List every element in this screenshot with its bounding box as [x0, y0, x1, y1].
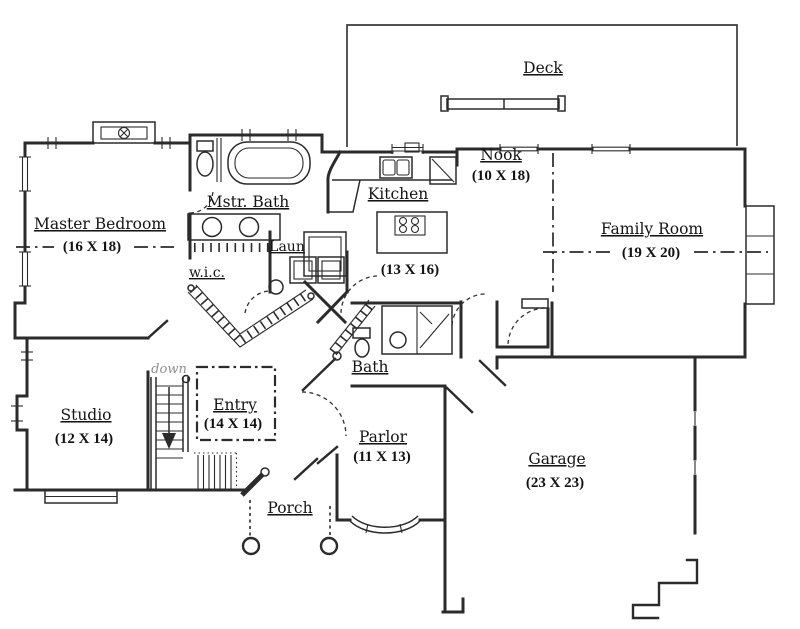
- powder-bath: [301, 299, 463, 392]
- exterior-walls: [13, 121, 747, 620]
- wic-label: w.i.c.: [189, 265, 225, 281]
- washer-dryer: [289, 256, 345, 284]
- deck-bench: [446, 98, 560, 110]
- entry-area: [195, 365, 277, 442]
- parlor-dims: (11 X 13): [353, 449, 411, 465]
- kitchen-dims: (13 X 16): [381, 262, 439, 278]
- laundry-label: Laun: [269, 239, 305, 255]
- deck-outline: [346, 24, 738, 147]
- stair-treads: [156, 385, 183, 459]
- front-steps: [194, 452, 238, 493]
- kitchen-sink: [379, 156, 413, 179]
- bath-vanity: [381, 305, 453, 355]
- porch-columns: [241, 536, 339, 556]
- family-room-label: Family Room: [601, 220, 704, 238]
- stairs-down: [150, 374, 238, 493]
- cooktop-island: [376, 211, 448, 254]
- porch-area: [240, 457, 339, 556]
- family-room-dims: (19 X 20): [622, 245, 680, 261]
- bow-window: [349, 515, 421, 534]
- nook-label: Nook: [480, 146, 522, 164]
- parlor-label: Parlor: [359, 428, 408, 446]
- bow-window-studio: [44, 490, 118, 504]
- counter-appliance: [429, 156, 457, 185]
- bay-window: [745, 205, 775, 305]
- refrigerator: [303, 231, 347, 277]
- entry-label: Entry: [213, 396, 257, 414]
- porch-label: Porch: [267, 499, 312, 517]
- kitchen-area: [302, 142, 457, 325]
- toilet: [196, 140, 214, 177]
- garage-label: Garage: [528, 450, 585, 468]
- garage-dims: (23 X 23): [526, 475, 584, 491]
- double-vanity: [187, 213, 281, 252]
- master-bedroom-label: Master Bedroom: [34, 215, 166, 233]
- walk-in-closet: [187, 284, 315, 348]
- fireplace: [92, 121, 156, 144]
- mstr-bath-label: Mstr. Bath: [207, 193, 289, 211]
- window-symbols: [11, 129, 775, 504]
- laundry-sink: [268, 279, 284, 295]
- studio-dims: (12 X 14): [55, 431, 113, 447]
- hall-closet: [445, 298, 554, 414]
- entry-dims: (14 X 14): [204, 416, 262, 432]
- deck-label: Deck: [523, 59, 563, 77]
- stairs-down-label: down: [151, 362, 187, 377]
- master-bedroom-dims: (16 X 18): [63, 239, 121, 255]
- parlor-area: [316, 384, 447, 534]
- toilet: [352, 327, 371, 358]
- bathtub: [227, 141, 311, 185]
- master-bath: [187, 138, 311, 252]
- down-arrow-icon: [162, 387, 176, 449]
- dimension-lines: [16, 246, 768, 253]
- doors: [146, 189, 546, 437]
- nook-dims: (10 X 18): [472, 168, 530, 184]
- laundry-room: [268, 230, 349, 295]
- kitchen-label: Kitchen: [368, 185, 429, 203]
- bath-label: Bath: [352, 358, 389, 376]
- room-labels: Deck Nook (10 X 18) Kitchen (13 X 16) Fa…: [34, 59, 703, 517]
- garage-steps: [631, 558, 699, 620]
- studio-label: Studio: [60, 406, 111, 424]
